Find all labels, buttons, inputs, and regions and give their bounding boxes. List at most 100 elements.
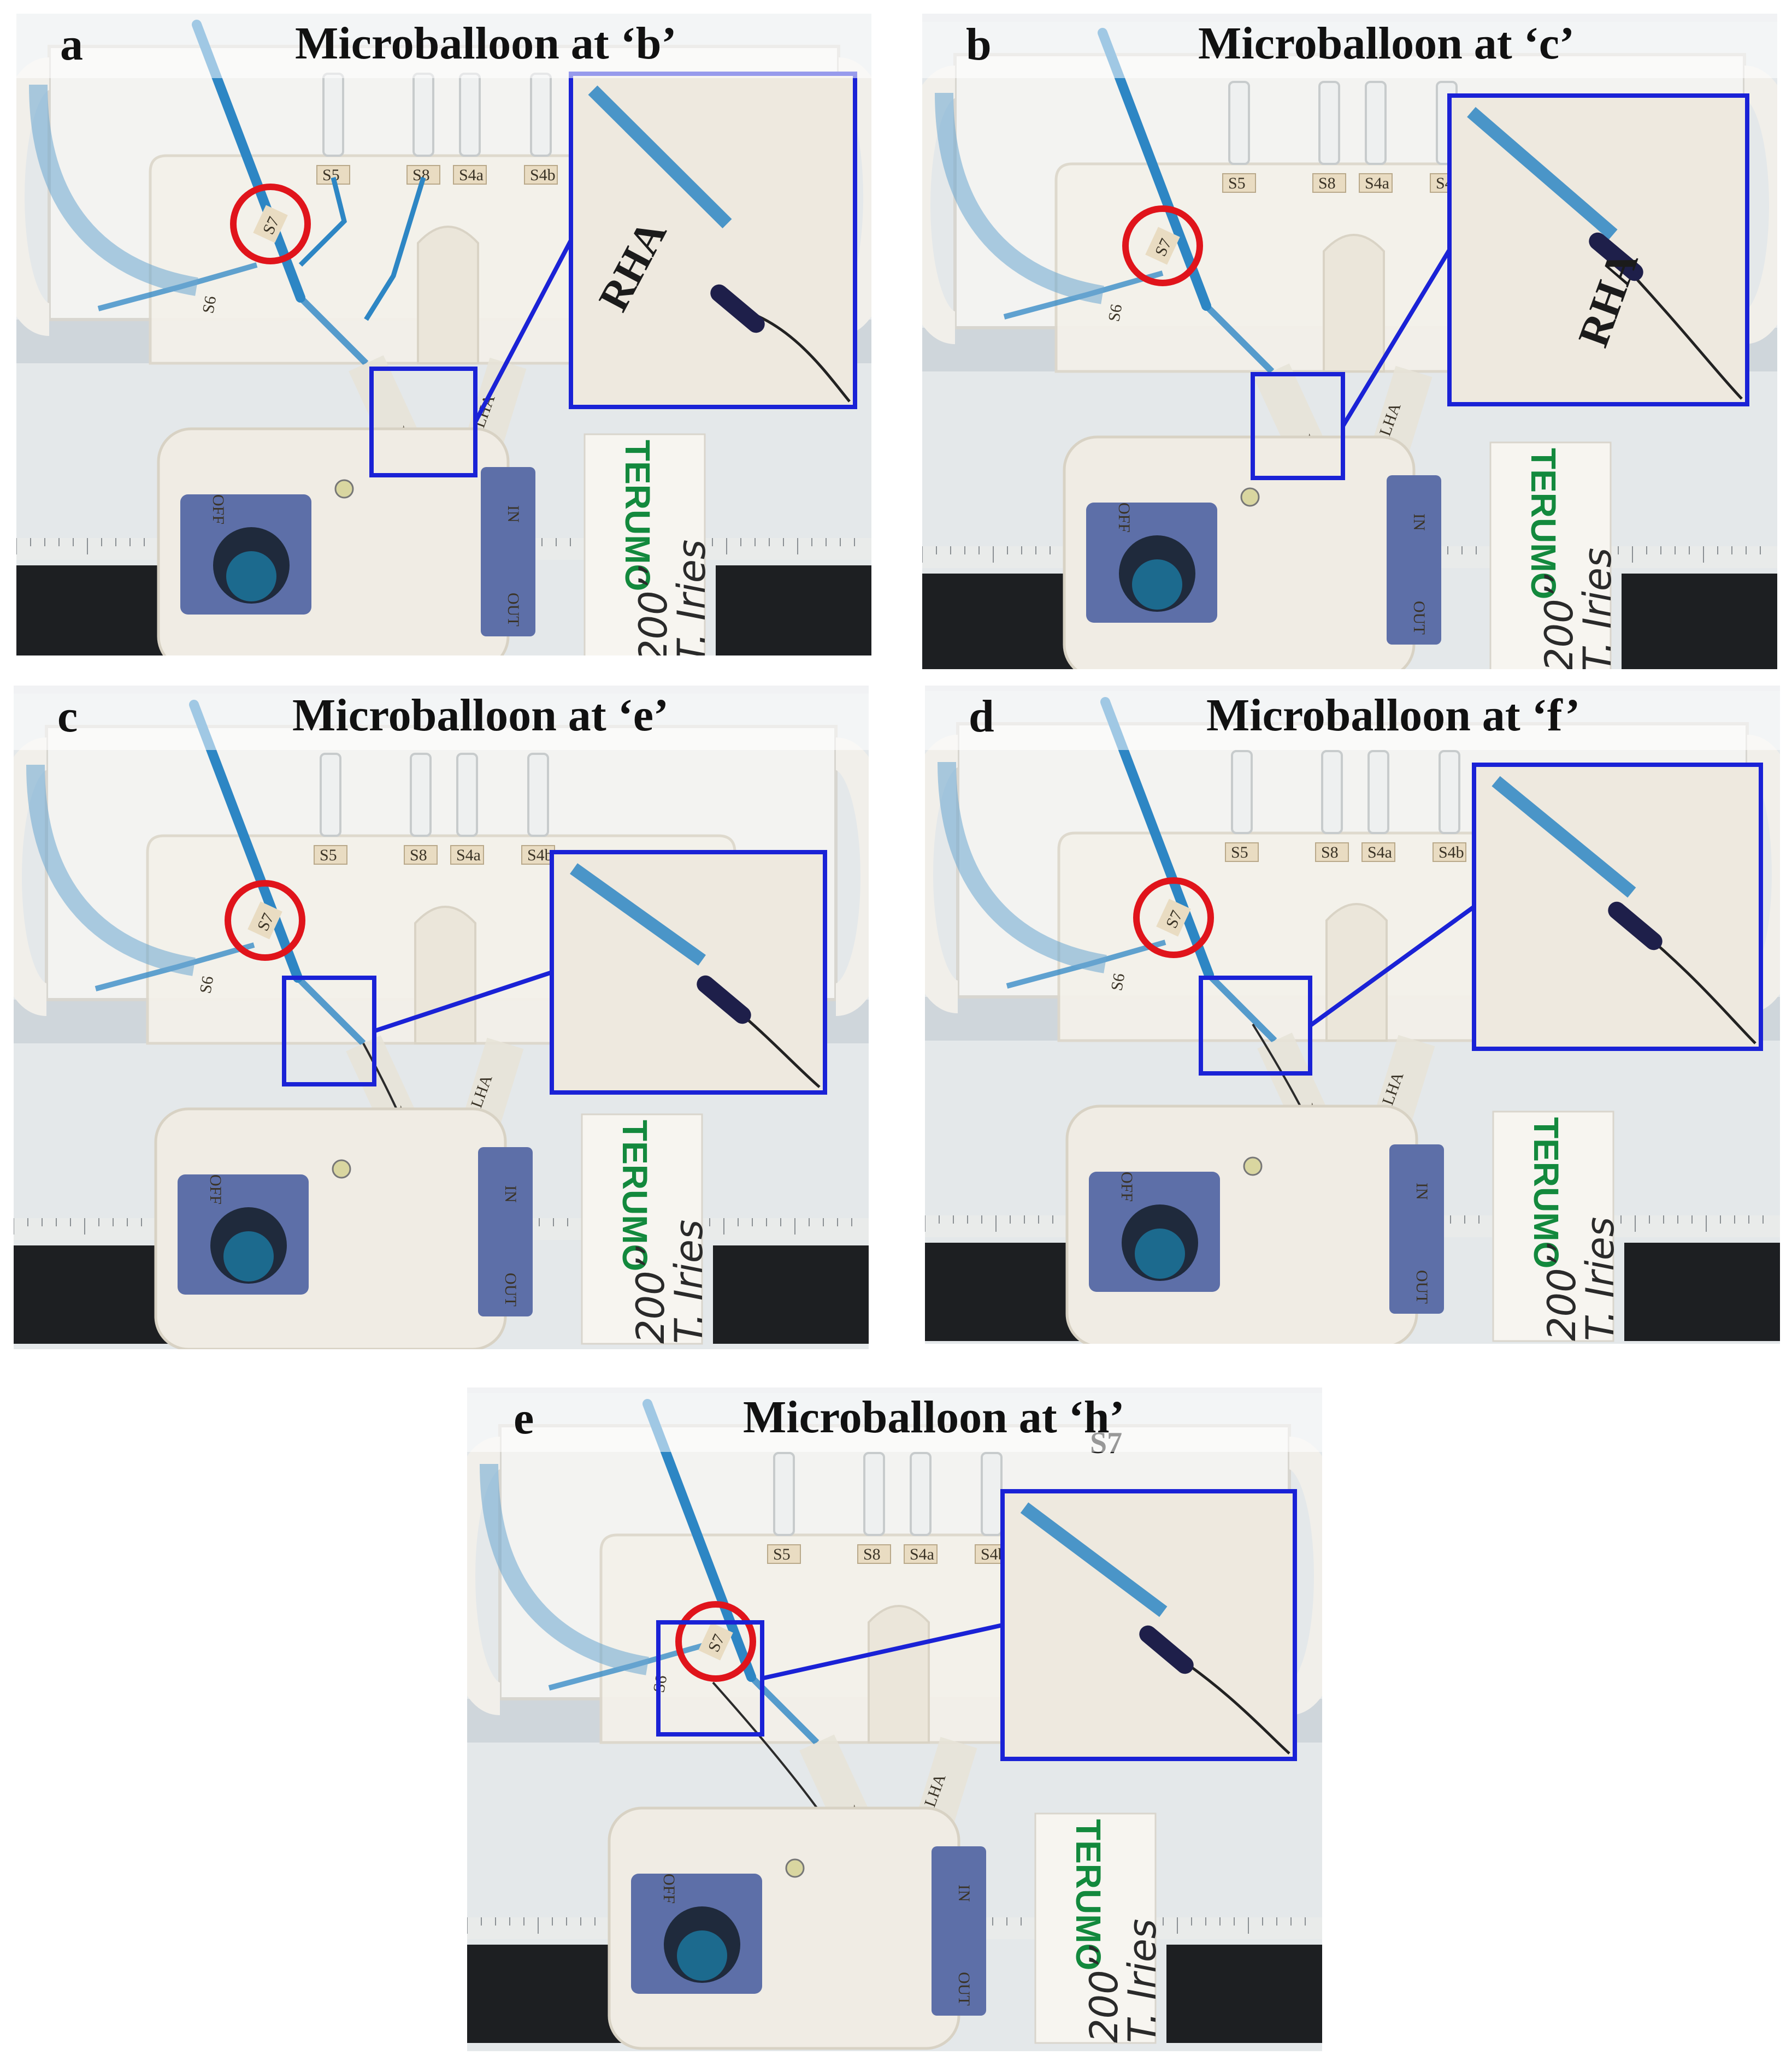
highlight-circle (1122, 205, 1203, 286)
vessel-main (298, 295, 369, 366)
vessel-main (1204, 303, 1275, 374)
connector-s4a (459, 73, 481, 157)
title-band (922, 14, 1777, 78)
handwriting-bottom: T. Iries (669, 540, 714, 655)
scene-content: S5S8S4aS4bS7S6RHALHAPHAOFFINOUTTERUMO200… (925, 691, 1780, 1344)
monitor-corner-right (716, 565, 871, 655)
photo-scene-d: S5S8S4aS4bS7S6RHALHAPHAOFFINOUTTERUMO200… (925, 691, 1780, 1344)
pump-off-label: OFF (1118, 1172, 1136, 1202)
pump-off-label: OFF (660, 1874, 678, 1904)
connector-s4a (1365, 81, 1387, 165)
terumo-card (1034, 1812, 1157, 2044)
pump-in-label: IN (955, 1885, 973, 1902)
pump-flow-panel (932, 1846, 986, 2016)
monitor-corner-right (1624, 1243, 1780, 1341)
connector-s5 (773, 1452, 795, 1536)
label-tag-s4a (1361, 842, 1395, 862)
model-label-s5: S5 (773, 1545, 791, 1563)
label-tag-s4a (904, 1544, 938, 1564)
model-label-s4b: S4b (527, 846, 553, 864)
label-tag-s5 (767, 1544, 801, 1564)
highlight-circle (230, 184, 311, 264)
monitor-corner (922, 574, 1086, 669)
photo-scene-c: S5S8S4aS4bS7S6RHALHAPHAOFFINOUTTERUMO200… (14, 694, 869, 1349)
model-label-s6: S6 (196, 975, 217, 995)
highlight-circle (675, 1601, 756, 1682)
handwriting-bottom: T. Iries (1120, 1919, 1165, 2043)
connector-s8 (1318, 81, 1340, 165)
zoom-guide-wire (1615, 256, 1743, 400)
pump-knob-cap (1135, 1229, 1185, 1279)
pump-out-label: OUT (502, 1273, 520, 1307)
photo-scene-e: S5S8S4aS4bS7S6RHALHAPHAOFFINOUTTERUMO200… (467, 1393, 1322, 2051)
zoom-inset-border (550, 850, 827, 1095)
pump-indicator-light (785, 1858, 805, 1878)
handwriting-bottom: T. Iries (667, 1220, 711, 1344)
model-label-s4a: S4a (1367, 843, 1392, 861)
pump-knob-cap (223, 1231, 274, 1281)
scene-content: S5S8S4aS4bS7S6RHALHAPHAOFFINOUTTERUMO200… (922, 22, 1777, 669)
label-tag-s7 (253, 205, 288, 243)
monitor-corner (16, 565, 180, 655)
panel-letter: c (57, 691, 78, 742)
panel-d: S5S8S4aS4bS7S6RHALHAPHAOFFINOUTTERUMO200… (925, 686, 1780, 1344)
model-label-s8: S8 (863, 1545, 881, 1563)
highlight-circle (1133, 877, 1214, 958)
phantom-cutout (1325, 903, 1388, 1042)
pump-out-label: OUT (504, 593, 522, 627)
handwriting-top: 200’’ (1540, 1243, 1584, 1341)
label-tag-s7 (247, 901, 282, 940)
model-label-s8: S8 (1321, 843, 1339, 861)
monitor-corner-right (713, 1245, 869, 1344)
connector-s4b (1439, 750, 1460, 834)
zoom-inset-border (1472, 763, 1763, 1051)
model-label-s4a: S4a (459, 166, 484, 184)
connector-s4b (981, 1452, 1003, 1536)
terumo-brand: TERUMO (1526, 1117, 1566, 1268)
terumo-brand: TERUMO (618, 440, 657, 591)
inflow-tube (935, 92, 1104, 304)
vessel-s8 (364, 176, 426, 321)
label-tag-s5 (1225, 842, 1259, 862)
model-label-s6: S6 (1105, 303, 1125, 323)
inflow-tube (480, 1463, 649, 1675)
zoom-vessel (1020, 1502, 1168, 1617)
panel-title: Microballoon at ‘e’ (292, 690, 669, 741)
scene-content: S5S8S4aS4bS7S6RHALHAPHAOFFINOUTTERUMO200… (16, 14, 871, 655)
connector-s4b (530, 73, 552, 157)
panel-b: S5S8S4aS4bS7S6RHALHAPHAOFFINOUTTERUMO200… (922, 14, 1777, 669)
pump-in-label: IN (504, 505, 522, 523)
frame-handle-right (1286, 1437, 1322, 1715)
phantom-cutout (417, 226, 479, 364)
photo-scene-a: S5S8S4aS4bS7S6RHALHAPHAOFFINOUTTERUMO200… (16, 14, 871, 655)
highlight-circle (225, 880, 305, 961)
terumo-brand: TERUMO (1524, 448, 1563, 599)
connector-s5 (322, 73, 344, 157)
model-label-s5: S5 (322, 166, 340, 184)
model-label-s8: S8 (1318, 174, 1336, 192)
label-tag-s7 (1156, 899, 1191, 937)
model-label-s8: S8 (410, 846, 427, 864)
label-tag-s4a (1359, 173, 1393, 193)
pump-knob-cap (677, 1930, 727, 1981)
connector-s8 (1321, 750, 1343, 834)
label-tag-s4a (453, 165, 487, 185)
pump-flow-panel (478, 1147, 533, 1316)
pump-off-label: OFF (207, 1174, 225, 1204)
zoom-connector-line (373, 970, 553, 1034)
pump-flow-panel (481, 467, 535, 636)
pump-knob-cap (226, 551, 276, 601)
zoom-vessel (1492, 776, 1636, 898)
pump-indicator-light (1240, 487, 1260, 507)
phantom-cutout (414, 906, 476, 1044)
label-tag-s8 (1312, 173, 1346, 193)
label-tag-s4b (521, 845, 555, 865)
panel-letter: e (514, 1393, 534, 1444)
pump-in-label: IN (502, 1185, 520, 1203)
panel-title: Microballoon at ‘c’ (1198, 18, 1575, 69)
title-band (14, 686, 869, 750)
photo-scene-b: S5S8S4aS4bS7S6RHALHAPHAOFFINOUTTERUMO200… (922, 22, 1777, 669)
handwriting-top: 200’’ (1537, 574, 1582, 669)
pump-out-label: OUT (1413, 1270, 1431, 1304)
monitor-corner (925, 1243, 1089, 1341)
